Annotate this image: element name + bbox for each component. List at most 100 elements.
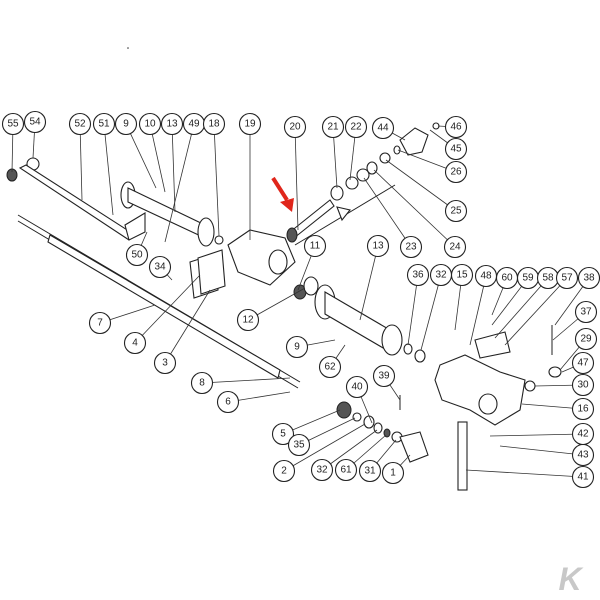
part-52-tube [18,164,136,241]
leader-line-13 [171,123,176,213]
callout-circle [571,373,595,397]
part-2-bearing [363,415,375,429]
callout-label: 30 [577,380,589,391]
brand-logo-mark: K [558,561,584,597]
callout-61: 61 [334,458,358,482]
part-44-cap [399,127,429,156]
leader-line-13 [359,245,379,321]
callout-50: 50 [125,243,149,267]
highlight-arrow [271,176,294,212]
leader-line-10 [149,123,166,193]
callout-19: 19 [238,112,262,136]
callout-circle [574,327,598,351]
callout-9: 9 [114,112,138,136]
callout-57: 57 [555,266,579,290]
callout-41: 41 [571,465,595,489]
callout-34: 34 [148,255,172,279]
callout-label: 11 [310,241,321,252]
part-12-bearing [303,276,319,296]
part-5-gear [336,401,352,419]
callout-label: 16 [577,404,589,415]
callout-label: 61 [340,465,352,476]
callout-label: 60 [501,273,513,284]
leader-line-18 [213,123,220,237]
callout-42: 42 [571,422,595,446]
callout-26: 26 [444,160,468,184]
callout-8: 8 [190,371,214,395]
callout-20: 20 [283,115,307,139]
part-16-housing [434,354,526,426]
callout-label: 26 [450,167,462,178]
callout-label: 29 [580,334,592,345]
speck [127,47,129,49]
leader-line-32 [420,274,442,351]
callout-29: 29 [574,327,598,351]
callout-label: 37 [580,307,592,318]
callout-circle [287,433,311,457]
leader-line-24 [373,169,456,248]
callout-circle [321,115,345,139]
part-16-bore [478,393,498,415]
callout-12: 12 [236,308,260,332]
callout-label: 1 [390,468,396,479]
callout-circle [236,308,260,332]
callout-circle [571,443,595,467]
part-22-seal [345,176,359,190]
callout-label: 5 [280,429,286,440]
callout-54: 54 [23,110,47,134]
callout-25: 25 [444,199,468,223]
callout-47: 47 [571,351,595,375]
callout-label: 45 [450,144,462,155]
callout-label: 19 [244,119,256,130]
callout-21: 21 [321,115,345,139]
callout-label: 44 [377,123,389,134]
callout-label: 36 [412,270,424,281]
callout-label: 49 [188,119,200,130]
callout-circle [571,397,595,421]
callout-label: 23 [405,242,417,253]
part-20-pinion [286,227,298,243]
callout-label: 32 [435,270,447,281]
callout-label: 31 [364,466,376,477]
part-13-flange-right [197,217,215,247]
callout-label: 40 [351,382,363,393]
leader-line-58 [494,277,549,339]
highlight-arrow-head [280,198,294,212]
callout-1: 1 [381,461,405,485]
callout-circle [555,266,579,290]
callout-circle [1,112,25,136]
leader-lines [11,121,590,478]
callout-label: 15 [456,270,468,281]
callout-circle [372,364,396,388]
callout-36: 36 [406,263,430,287]
callout-circle [444,137,468,161]
callout-label: 21 [327,122,339,133]
callout-10: 10 [138,112,162,136]
callout-13: 13 [160,112,184,136]
part-25-seal [379,152,391,164]
leader-line-32 [321,429,378,471]
callout-7: 7 [88,311,112,335]
callout-label: 58 [542,273,554,284]
callout-label: 57 [561,273,573,284]
callout-label: 20 [289,122,301,133]
callout-label: 18 [208,119,220,130]
callout-circle [571,351,595,375]
callout-circle [345,375,369,399]
callout-circle [283,115,307,139]
callout-circle [574,300,598,324]
callout-circle [444,115,468,139]
callout-4: 4 [123,331,147,355]
callout-circle [190,371,214,395]
part-24-spacer [366,161,378,175]
callout-31: 31 [358,459,382,483]
callout-circle [443,235,467,259]
leader-line-41 [465,469,584,478]
callout-circle [202,112,226,136]
callout-circle [68,112,92,136]
callout-circle [148,255,172,279]
callout-62: 62 [318,355,342,379]
leader-line-9 [125,123,157,189]
